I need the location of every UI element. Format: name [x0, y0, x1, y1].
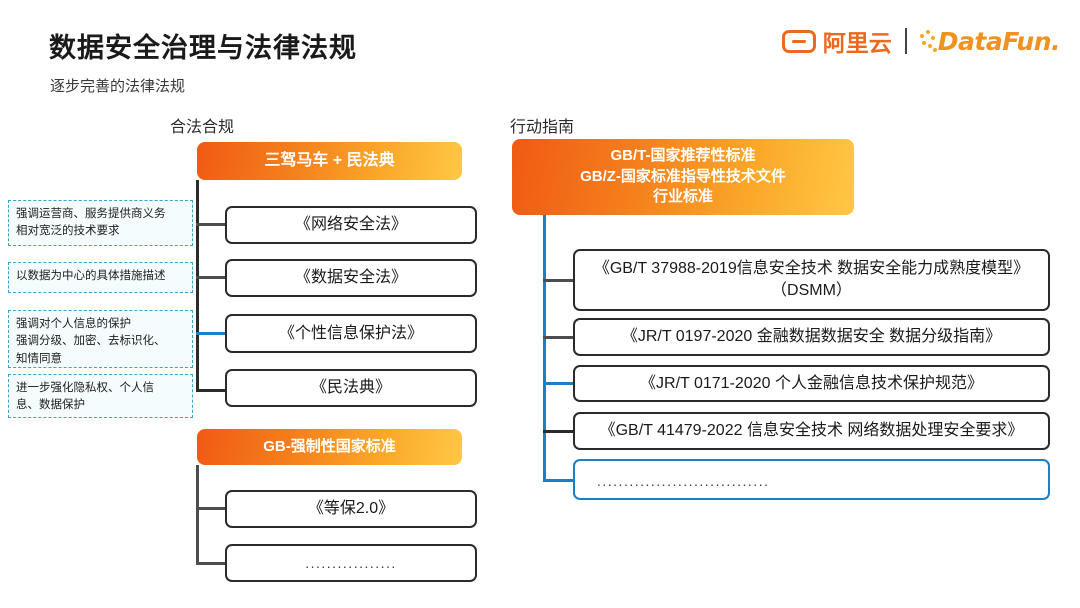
node-gbt-41479[interactable]: 《GB/T 41479-2022 信息安全技术 网络数据处理安全要求》 [573, 412, 1050, 450]
alibaba-cloud-logo: 阿里云 [781, 24, 892, 58]
connector-right-branch-2 [543, 336, 574, 339]
datafun-logo: DataFun. [919, 26, 1061, 56]
node-gbt-37988-dsmm[interactable]: 《GB/T 37988-2019信息安全技术 数据安全能力成熟度模型》 （DSM… [573, 249, 1050, 311]
banner-line-3: 行业标准 [652, 188, 713, 206]
annotation-operator-obligations: 强调运营商、服务提供商义务相对宽泛的技术要求 [8, 200, 193, 246]
annotation-personal-info-protection: 强调对个人信息的保护强调分级、加密、去标识化、知情同意 [8, 310, 193, 368]
connector-left-branch-1 [196, 223, 227, 226]
connector-right-branch-1 [543, 279, 574, 282]
connector-right-branch-4 [543, 430, 574, 433]
page-subtitle: 逐步完善的法律法规 [50, 78, 186, 95]
node-right-placeholder-dots[interactable]: ................................ [573, 459, 1050, 500]
node-left-placeholder-dots[interactable]: ................. [225, 544, 477, 582]
connector-gb-trunk [196, 465, 199, 565]
connector-gb-branch-2 [196, 562, 227, 565]
banner-gb-mandatory-standard: GB-强制性国家标准 [197, 429, 462, 465]
node-dengbao-2[interactable]: 《等保2.0》 [225, 490, 477, 528]
connector-right-branch-3 [543, 382, 574, 385]
column-caption-right: 行动指南 [510, 119, 575, 136]
node-jrt-0171[interactable]: 《JR/T 0171-2020 个人金融信息技术保护规范》 [573, 365, 1050, 402]
datafun-dots-icon [919, 30, 937, 52]
connector-left-branch-4 [196, 389, 227, 392]
brand-separator [904, 28, 907, 54]
node-dsmm-line-2: （DSMM） [771, 282, 852, 299]
connector-left-branch-2 [196, 276, 227, 279]
annotation-data-centric-measures: 以数据为中心的具体措施描述 [8, 262, 193, 293]
page-title: 数据安全治理与法律法规 [49, 33, 357, 63]
node-dsmm-line-1: 《GB/T 37988-2019信息安全技术 数据安全能力成熟度模型》 [593, 260, 1030, 278]
banner-three-laws-civil-code: 三驾马车 + 民法典 [197, 142, 462, 180]
brand-bar: 阿里云 DataFun. [781, 24, 1061, 58]
connector-left-branch-3 [196, 332, 227, 335]
connector-right-trunk [543, 215, 546, 482]
datafun-label: DataFun. [937, 26, 1061, 56]
node-data-security-law[interactable]: 《数据安全法》 [225, 259, 477, 297]
connector-gb-branch-1 [196, 507, 227, 510]
connector-left-trunk [196, 180, 199, 392]
banner-line-1: GB/T-国家推荐性标准 [610, 146, 756, 164]
node-personal-info-protection-law[interactable]: 《个性信息保护法》 [225, 314, 477, 353]
node-civil-code[interactable]: 《民法典》 [225, 369, 477, 407]
annotation-privacy-strengthening: 进一步强化隐私权、个人信息、数据保护 [8, 374, 193, 418]
node-jrt-0197[interactable]: 《JR/T 0197-2020 金融数据数据安全 数据分级指南》 [573, 318, 1050, 356]
node-cybersecurity-law[interactable]: 《网络安全法》 [225, 206, 477, 244]
column-caption-left: 合法合规 [170, 119, 235, 136]
alibaba-cloud-label: 阿里云 [822, 31, 892, 57]
banner-line-2: GB/Z-国家标准指导性技术文件 [580, 167, 786, 185]
alibaba-cloud-mark-icon [781, 29, 816, 53]
banner-national-standards: GB/T-国家推荐性标准 GB/Z-国家标准指导性技术文件 行业标准 [512, 139, 854, 215]
connector-right-branch-5 [543, 479, 574, 482]
